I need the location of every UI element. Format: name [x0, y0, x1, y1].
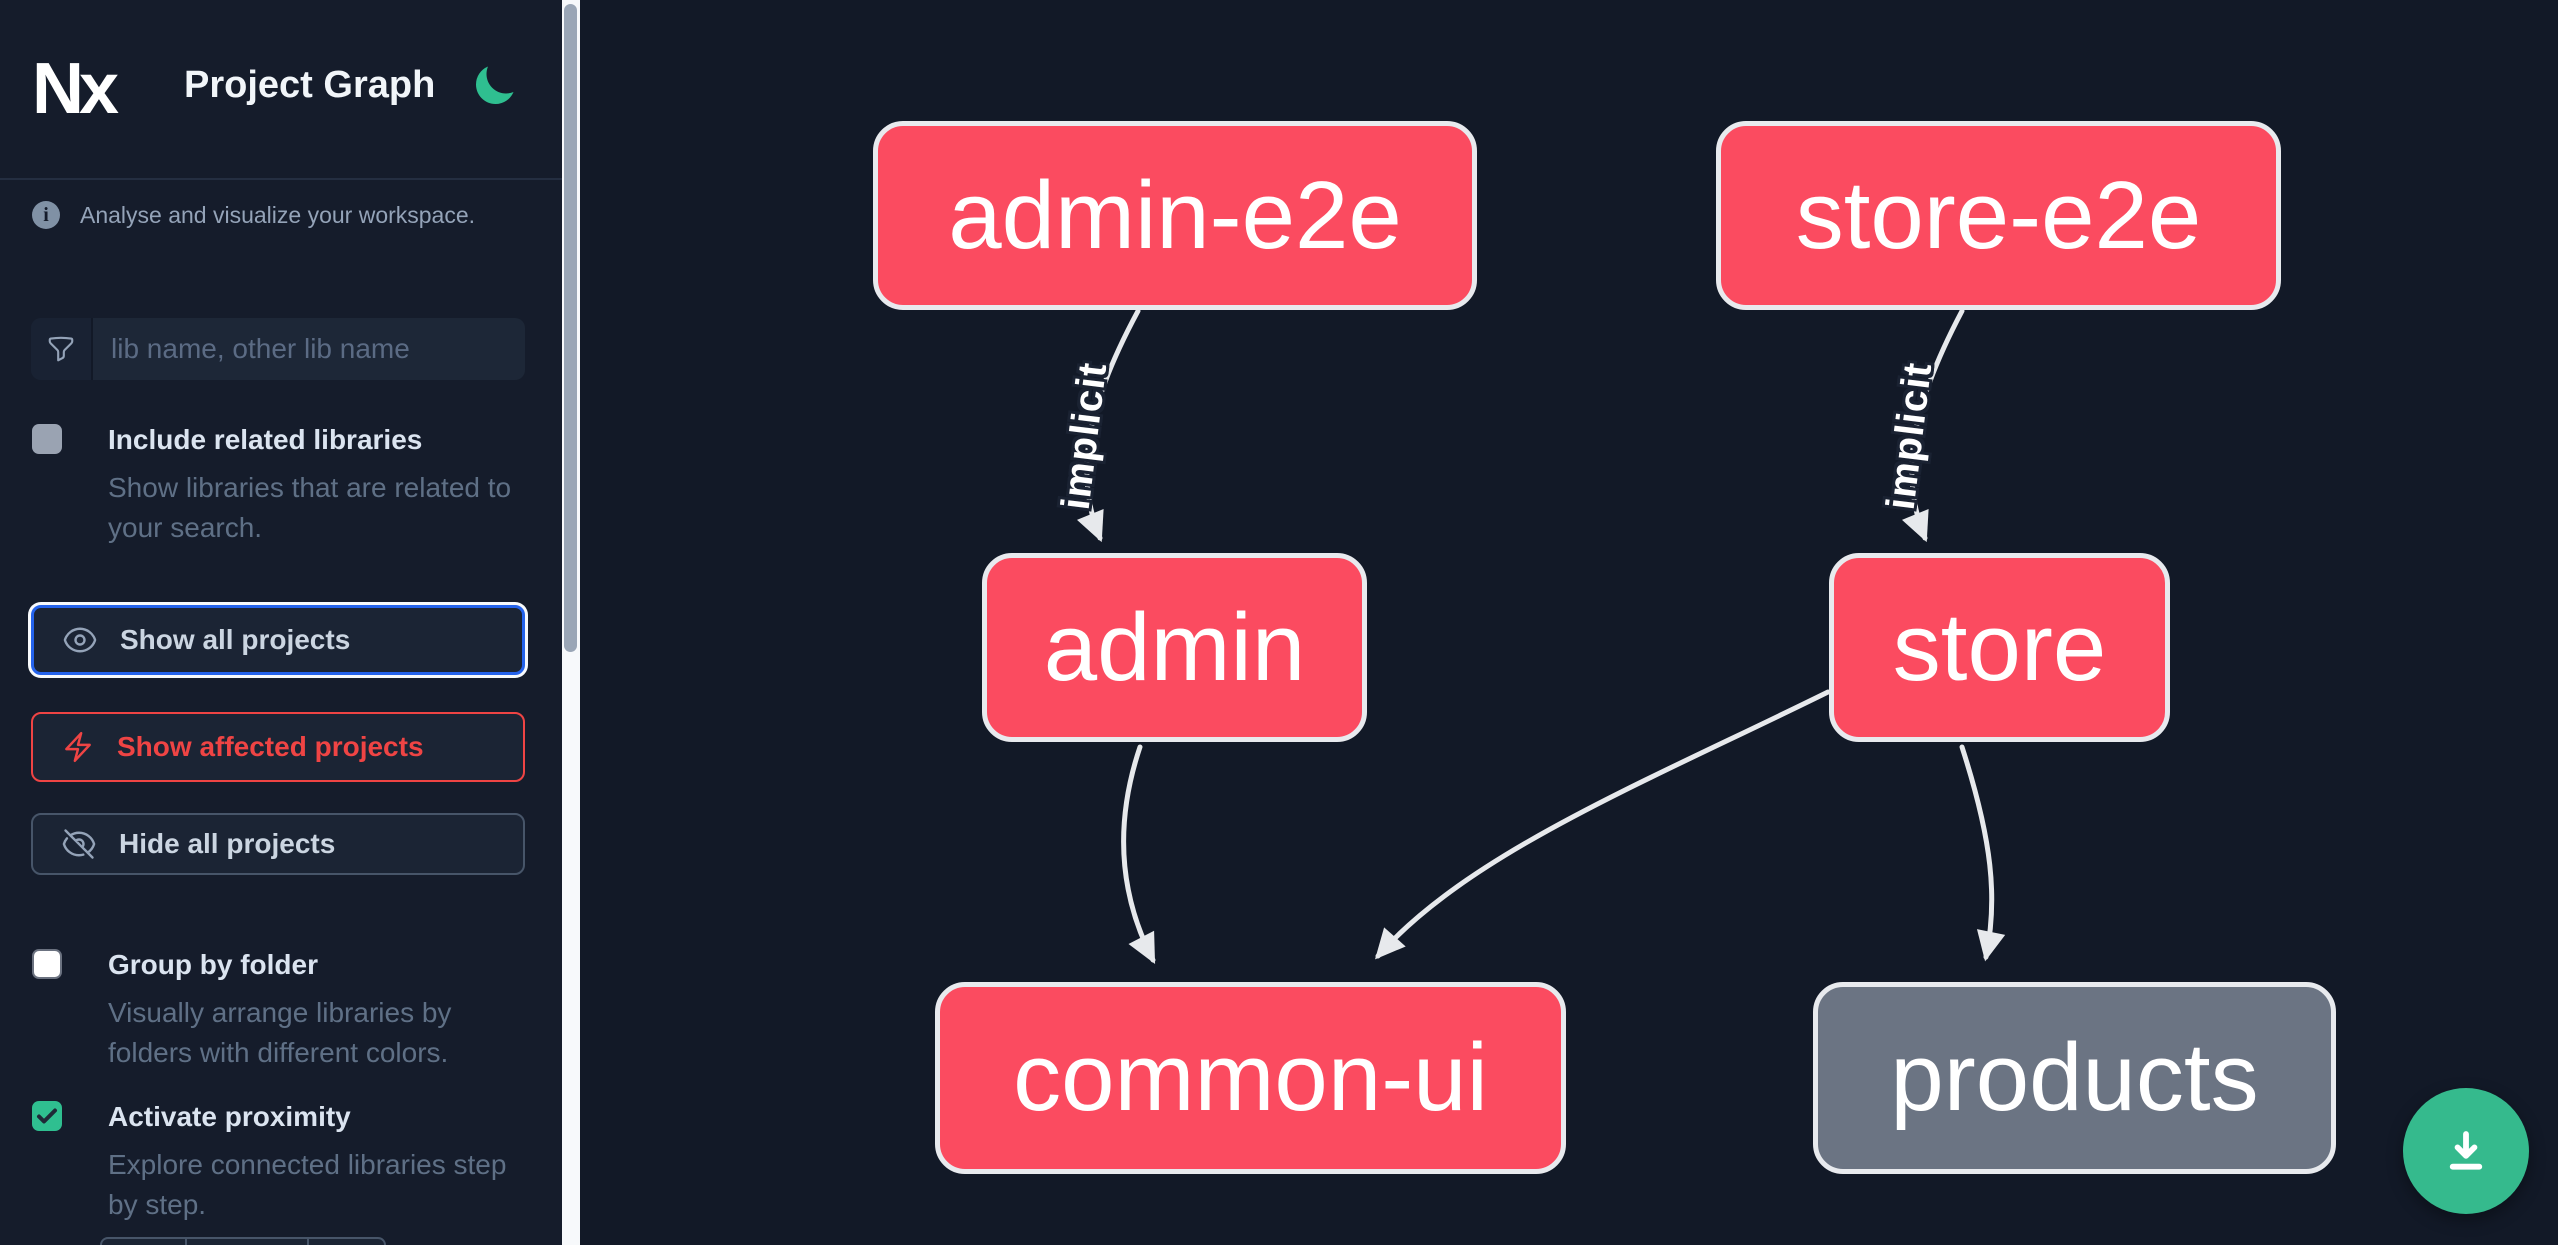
toggle-description: Show libraries that are related to your …	[108, 472, 512, 543]
page-title: Project Graph	[184, 64, 436, 106]
graph-node-admin-e2e[interactable]: admin-e2e	[873, 121, 1477, 310]
sidebar: Nx Project Graph i Analyse and visualize…	[0, 0, 562, 1245]
stepper-divider	[307, 1239, 309, 1245]
bolt-icon	[65, 731, 91, 763]
group-by-folder-checkbox[interactable]	[32, 949, 62, 979]
download-graph-button[interactable]	[2403, 1088, 2529, 1214]
toggle-description: Explore connected libraries step by step…	[108, 1149, 507, 1220]
button-label: Hide all projects	[119, 828, 336, 859]
check-icon	[37, 1108, 57, 1124]
funnel-icon-segment	[31, 318, 93, 380]
download-icon	[2449, 1131, 2483, 1170]
graph-node-admin[interactable]: admin	[982, 553, 1367, 742]
include-related-checkbox[interactable]	[32, 424, 62, 454]
toggle-label[interactable]: Activate proximity	[108, 1101, 351, 1132]
moon-icon	[476, 66, 514, 104]
project-filter-box	[31, 318, 525, 380]
header-divider	[0, 178, 562, 180]
edge-admin-e2e-to-admin[interactable]	[1076, 308, 1141, 543]
graph-node-products[interactable]: products	[1813, 982, 2336, 1174]
button-label: Show affected projects	[117, 731, 424, 762]
toggle-label[interactable]: Group by folder	[108, 949, 318, 980]
toggle-description: Visually arrange libraries by folders wi…	[108, 997, 452, 1068]
workspace-tagline-row: i Analyse and visualize your workspace.	[32, 200, 532, 232]
proximity-depth-stepper[interactable]	[100, 1237, 386, 1245]
show-all-projects-button[interactable]: Show all projects	[31, 605, 525, 675]
eye-icon	[63, 627, 97, 653]
eye-slash-icon	[62, 829, 96, 859]
hide-all-projects-button[interactable]: Hide all projects	[31, 813, 525, 875]
edge-store-e2e-to-store[interactable]	[1901, 308, 1965, 543]
sidebar-scrollbar-track[interactable]	[562, 0, 580, 1245]
toggle-label[interactable]: Include related libraries	[108, 424, 423, 455]
button-label: Show all projects	[120, 624, 351, 655]
sidebar-scrollbar-thumb[interactable]	[564, 4, 577, 652]
graph-node-store-e2e[interactable]: store-e2e	[1716, 121, 2281, 310]
dark-mode-toggle[interactable]	[470, 62, 518, 110]
activate-proximity-checkbox[interactable]	[32, 1101, 62, 1131]
workspace-tagline: Analyse and visualize your workspace.	[80, 202, 476, 228]
search-input[interactable]	[93, 318, 525, 380]
edge-store-to-products[interactable]	[1959, 744, 2006, 962]
funnel-icon	[48, 336, 74, 362]
graph-node-store[interactable]: store	[1829, 553, 2170, 742]
brand-row: Nx Project Graph	[30, 44, 540, 134]
show-affected-projects-button[interactable]: Show affected projects	[31, 712, 525, 782]
info-icon: i	[32, 201, 60, 229]
stepper-divider	[185, 1239, 187, 1245]
graph-node-common-ui[interactable]: common-ui	[935, 982, 1566, 1174]
edge-admin-to-common-ui[interactable]	[1121, 744, 1156, 964]
nx-logo: Nx	[32, 49, 119, 129]
edge-store-to-common-ui[interactable]	[1375, 689, 1831, 960]
